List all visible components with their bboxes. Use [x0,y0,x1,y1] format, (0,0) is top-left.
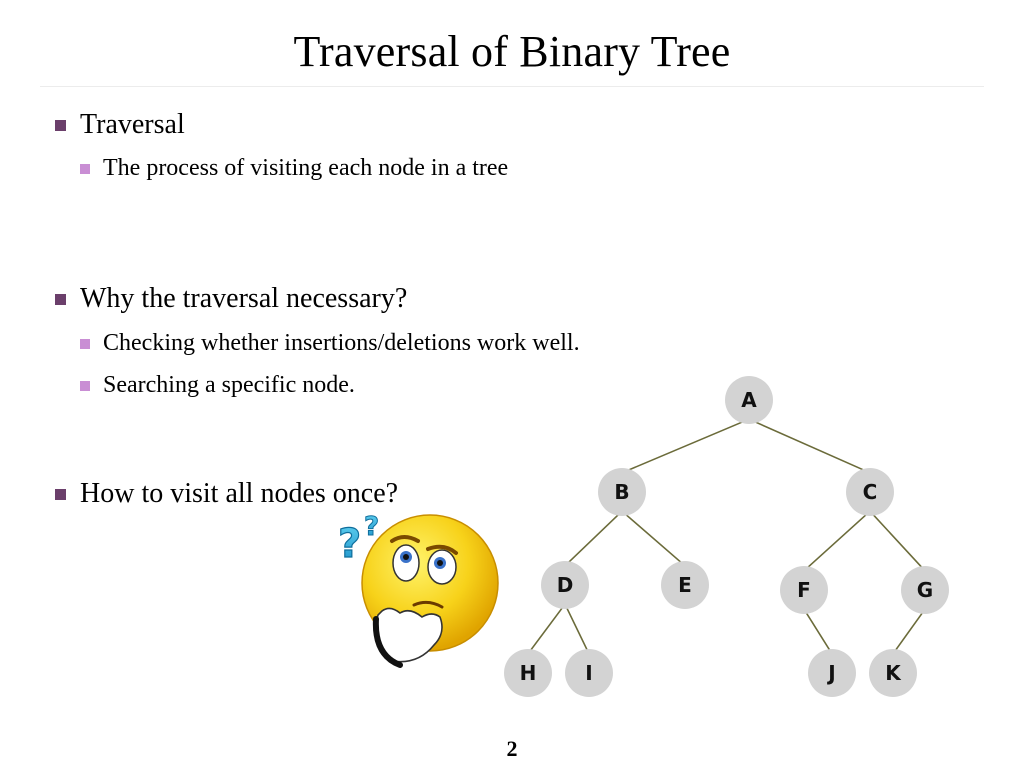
bullet-checking: Checking whether insertions/deletions wo… [80,330,580,357]
tree-node-circle [808,649,856,697]
bullet-how-to-visit: How to visit all nodes once? [55,478,398,510]
tree-node-d: D [541,561,589,609]
bullet-square-icon [55,119,66,131]
tree-node-g: G [901,566,949,614]
tree-node-circle [869,649,917,697]
tree-node-f: F [780,566,828,614]
bullet-why-necessary: Why the traversal necessary? [55,283,407,315]
tree-node-circle [780,566,828,614]
bullet-text: Checking whether insertions/deletions wo… [103,330,580,356]
tree-edge-b-d [564,510,623,567]
bullet-square-icon [55,488,66,500]
tree-node-e: E [661,561,709,609]
tree-node-label: E [678,573,692,597]
sub-bullet-square-icon [80,163,90,174]
bullet-text: Searching a specific node. [103,372,355,398]
bullet-text: The process of visiting each node in a t… [103,155,509,181]
bullet-definition: The process of visiting each node in a t… [80,155,508,182]
sub-bullet-square-icon [80,380,90,391]
tree-edge-a-c [748,418,871,474]
bullet-square-icon [55,293,66,305]
tree-edge-b-e [621,510,686,567]
tree-node-k: K [869,649,917,697]
bullet-searching: Searching a specific node. [80,372,355,399]
tree-node-circle [541,561,589,609]
tree-node-label: G [917,578,933,602]
tree-edge-g-k [892,608,926,655]
question-mark-small: ? [364,512,379,542]
slide-title: Traversal of Binary Tree [293,27,731,76]
tree-edge-a-b [621,418,750,474]
tree-node-h: H [504,649,552,697]
tree-nodes: A B C D E F G H I J K [504,376,949,697]
tree-node-label: K [885,661,902,685]
tree-node-label: I [585,661,592,685]
tree-edge-f-j [803,608,833,655]
tree-edge-c-f [803,510,871,572]
question-marks: ? ? [337,512,379,568]
tree-node-circle [565,649,613,697]
question-mark-large: ? [338,521,361,567]
tree-node-label: A [741,388,757,412]
tree-node-circle [661,561,709,609]
tree-node-circle [901,566,949,614]
tree-node-i: I [565,649,613,697]
tree-node-circle [504,649,552,697]
tree-node-circle [725,376,773,424]
tree-node-circle [846,468,894,516]
tree-node-label: H [520,661,537,685]
tree-node-label: J [826,661,835,685]
tree-node-label: D [557,573,574,597]
tree-edges [527,418,926,655]
tree-node-j: J [808,649,856,697]
tree-node-a: A [725,376,773,424]
bullet-text: How to visit all nodes once? [80,478,399,509]
tree-edge-c-g [869,510,926,572]
bullet-text: Why the traversal necessary? [80,283,408,314]
page-number: 2 [506,736,518,761]
tree-node-label: C [863,480,878,504]
sub-bullet-square-icon [80,338,90,349]
tree-node-circle [598,468,646,516]
bullet-text: Traversal [80,109,185,140]
tree-node-label: F [797,578,811,602]
tree-node-b: B [598,468,646,516]
bullet-traversal: Traversal [55,109,185,141]
tree-edge-d-h [527,603,566,655]
tree-edge-d-i [564,603,590,655]
thinking-smiley-icon: ? ? [337,512,499,668]
tree-node-c: C [846,468,894,516]
title-divider [40,86,984,87]
tree-node-label: B [614,480,629,504]
